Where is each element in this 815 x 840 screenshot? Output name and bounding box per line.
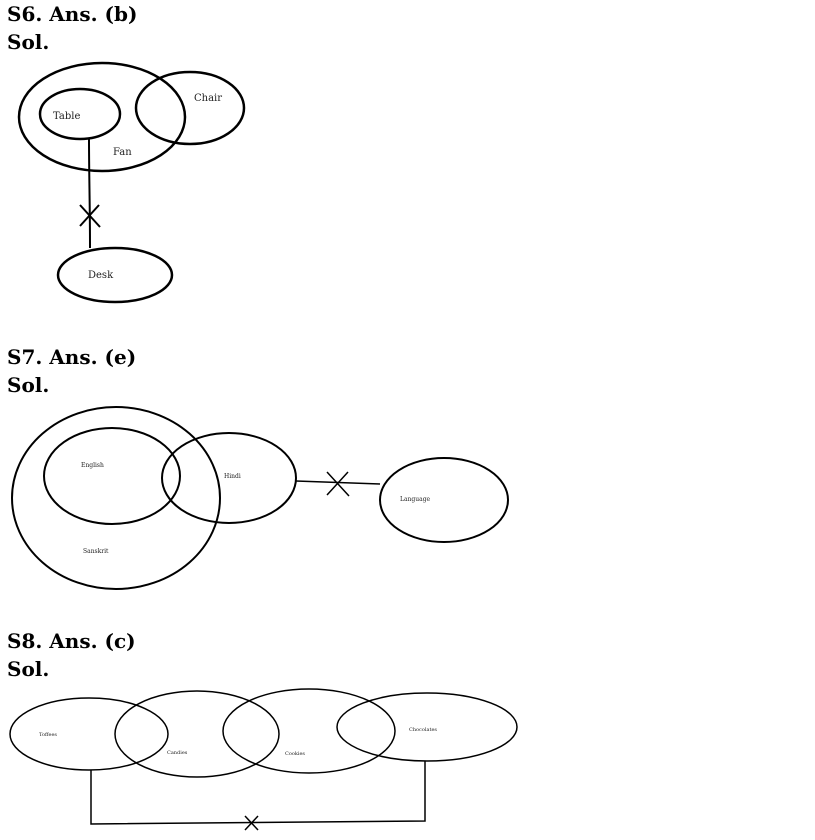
desk-label: Desk: [88, 270, 114, 281]
cookies-label: Cookies: [285, 751, 305, 757]
table-circle: [38, 87, 122, 141]
cookies-circle: [222, 688, 396, 774]
english-circle: [43, 427, 181, 525]
no-relation-cross-mark: [244, 815, 259, 831]
language-label: Language: [400, 496, 431, 503]
s6-sol-heading: Sol.: [7, 30, 50, 54]
desk-circle: [56, 246, 174, 304]
no-relation-cross-mark: [326, 471, 349, 496]
s8-venn-diagram: Toffees Candies Cookies Chocolates: [9, 688, 518, 831]
s6-answer-heading: S6. Ans. (b): [7, 2, 138, 26]
candies-circle: [114, 690, 280, 778]
table-desk-connector: [88, 138, 91, 249]
fan-label: Fan: [113, 147, 132, 158]
sanskrit-label: Sanskrit: [83, 548, 109, 555]
s6-venn-diagram: Table Chair Fan Desk: [17, 61, 246, 304]
chocolates-circle: [336, 692, 518, 762]
s8-sol-heading: Sol.: [7, 657, 50, 681]
language-circle: [379, 457, 509, 543]
fan-circle: [17, 61, 187, 173]
chair-label: Chair: [194, 93, 222, 104]
chair-circle: [134, 70, 246, 146]
hindi-label: Hindi: [224, 473, 241, 480]
toffees-chocolates-connector: [90, 761, 426, 825]
s7-venn-diagram: English Hindi Sanskrit Language: [11, 406, 509, 590]
candies-label: Candies: [167, 750, 188, 756]
english-label: English: [81, 462, 104, 469]
sanskrit-circle: [11, 406, 221, 590]
table-label: Table: [53, 111, 80, 122]
chocolates-label: Chocolates: [409, 727, 437, 733]
s7-answer-heading: S7. Ans. (e): [7, 345, 137, 369]
toffees-circle: [9, 697, 169, 771]
no-relation-cross-mark: [79, 204, 100, 227]
s8-answer-heading: S8. Ans. (c): [7, 629, 136, 653]
s7-sol-heading: Sol.: [7, 373, 50, 397]
hindi-circle: [161, 432, 297, 524]
toffees-label: Toffees: [39, 732, 57, 738]
